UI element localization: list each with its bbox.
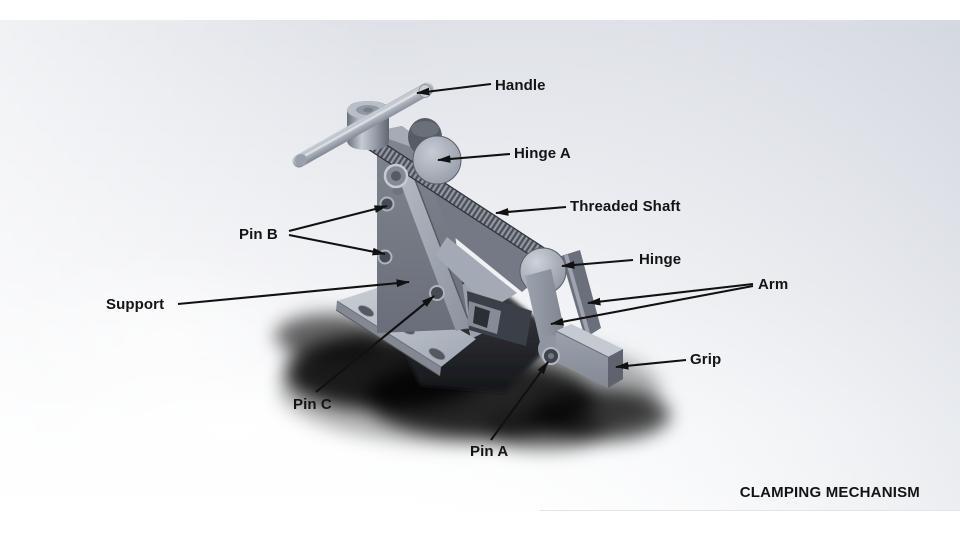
grip-part xyxy=(555,324,623,388)
leader-support xyxy=(177,279,410,306)
hinge-a-part xyxy=(383,118,462,189)
label-handle: Handle xyxy=(495,77,546,94)
leader-arm-2 xyxy=(550,284,754,326)
label-pin-c: Pin C xyxy=(293,396,332,413)
linkage-cluster xyxy=(432,186,548,346)
leader-pin-c xyxy=(315,295,435,393)
leader-pin-b-1 xyxy=(288,204,388,233)
leader-pin-b-2 xyxy=(288,233,386,256)
leader-hinge xyxy=(561,258,634,269)
label-hinge: Hinge xyxy=(639,251,682,268)
leader-lines xyxy=(177,82,754,441)
leader-threaded-shaft xyxy=(495,205,567,216)
label-pin-a: Pin A xyxy=(470,443,509,460)
leader-hinge-a xyxy=(437,152,511,163)
label-grip: Grip xyxy=(690,351,722,368)
threaded-shaft-part xyxy=(354,129,549,262)
label-hinge-a: Hinge A xyxy=(514,145,571,162)
label-arm: Arm xyxy=(758,276,789,293)
label-pin-b: Pin B xyxy=(239,226,278,243)
label-threaded-shaft: Threaded Shaft xyxy=(570,198,681,215)
diagram-title: CLAMPING MECHANISM xyxy=(739,484,920,501)
leader-arm-1 xyxy=(587,282,754,306)
leader-grip xyxy=(615,358,687,370)
leader-handle xyxy=(416,82,492,96)
pin-b-top xyxy=(379,196,395,212)
label-support: Support xyxy=(106,296,165,313)
leader-pin-a xyxy=(490,361,549,441)
